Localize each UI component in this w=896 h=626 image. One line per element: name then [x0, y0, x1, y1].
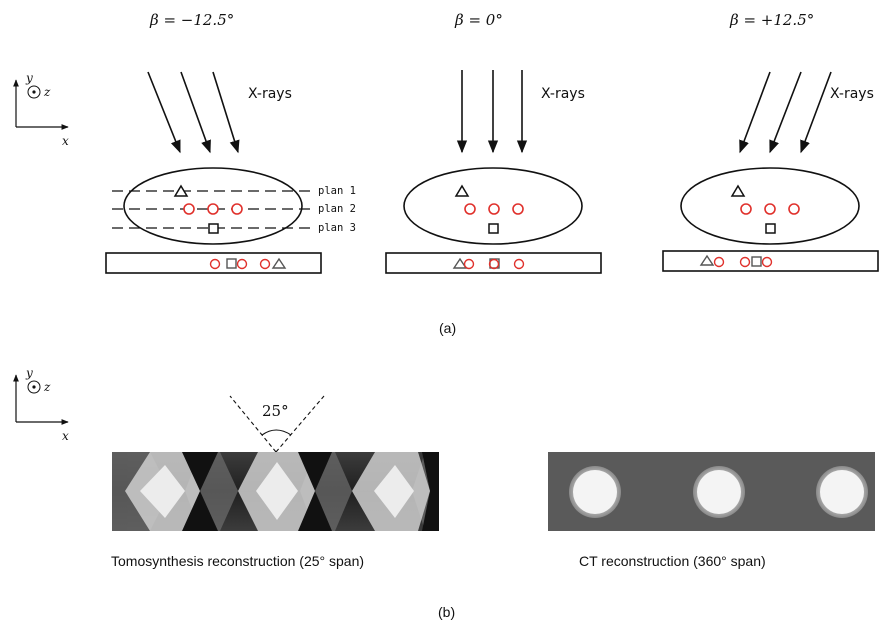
angle-label-center: β = 0° — [454, 11, 503, 29]
circle-markers — [183, 203, 243, 215]
plane-label-1: plan 1 — [318, 185, 356, 197]
axes-triad-b: y z x — [13, 366, 69, 443]
detector-center — [385, 252, 602, 274]
square-marker — [208, 223, 219, 234]
detector-right — [662, 250, 879, 272]
ct-image — [548, 452, 875, 531]
angle-label-left: β = −12.5° — [149, 11, 234, 29]
triangle-marker — [454, 184, 470, 197]
scene-left: X-rays plan 1 plan 2 plan 3 — [105, 71, 356, 274]
plane-label-3: plan 3 — [318, 222, 356, 234]
xray-label-left: X-rays — [248, 86, 292, 102]
phantom-ellipse-center — [403, 167, 583, 245]
triangle-marker — [173, 184, 189, 197]
xray-label-right: X-rays — [830, 86, 874, 102]
tomosynthesis-image — [112, 452, 439, 531]
xray-arrows-left — [147, 71, 240, 154]
xray-arrows-center — [456, 70, 528, 154]
triangle-marker — [730, 184, 746, 197]
plane-label-2: plan 2 — [318, 203, 356, 215]
z-axis-symbol — [27, 380, 41, 394]
panel-a-caption: (a) — [439, 320, 456, 336]
axis-label-y: y — [25, 366, 33, 380]
axis-label-x: x — [62, 429, 69, 443]
panel-b-caption: (b) — [438, 604, 455, 620]
circle-markers — [740, 203, 800, 215]
xray-label-center: X-rays — [541, 86, 585, 102]
axis-label-z: z — [43, 380, 51, 394]
detector-left — [105, 252, 322, 274]
axis-label-x: x — [62, 134, 69, 148]
detector-projections-center — [452, 257, 525, 270]
circle-markers — [464, 203, 524, 215]
phantom-ellipse-left — [123, 167, 303, 245]
axis-label-y: y — [25, 71, 33, 85]
scene-right: X-rays — [662, 71, 879, 272]
angle-label-right: β = +12.5° — [729, 11, 814, 29]
detector-projections-left — [209, 257, 287, 270]
scene-center: X-rays — [385, 70, 602, 274]
detector-projections-right — [699, 254, 773, 268]
xray-arrows-right — [739, 71, 832, 154]
z-axis-symbol — [27, 85, 41, 99]
span-angle-label: 25° — [262, 402, 289, 420]
phantom-ellipse-right — [680, 167, 860, 245]
ct-caption: CT reconstruction (360° span) — [579, 553, 766, 569]
axis-label-z: z — [43, 85, 51, 99]
axes-triad-a: y z x — [13, 71, 69, 148]
square-marker — [488, 223, 499, 234]
tomosynthesis-caption: Tomosynthesis reconstruction (25° span) — [111, 553, 364, 569]
span-angle-indicator — [229, 395, 325, 453]
square-marker — [765, 223, 776, 234]
